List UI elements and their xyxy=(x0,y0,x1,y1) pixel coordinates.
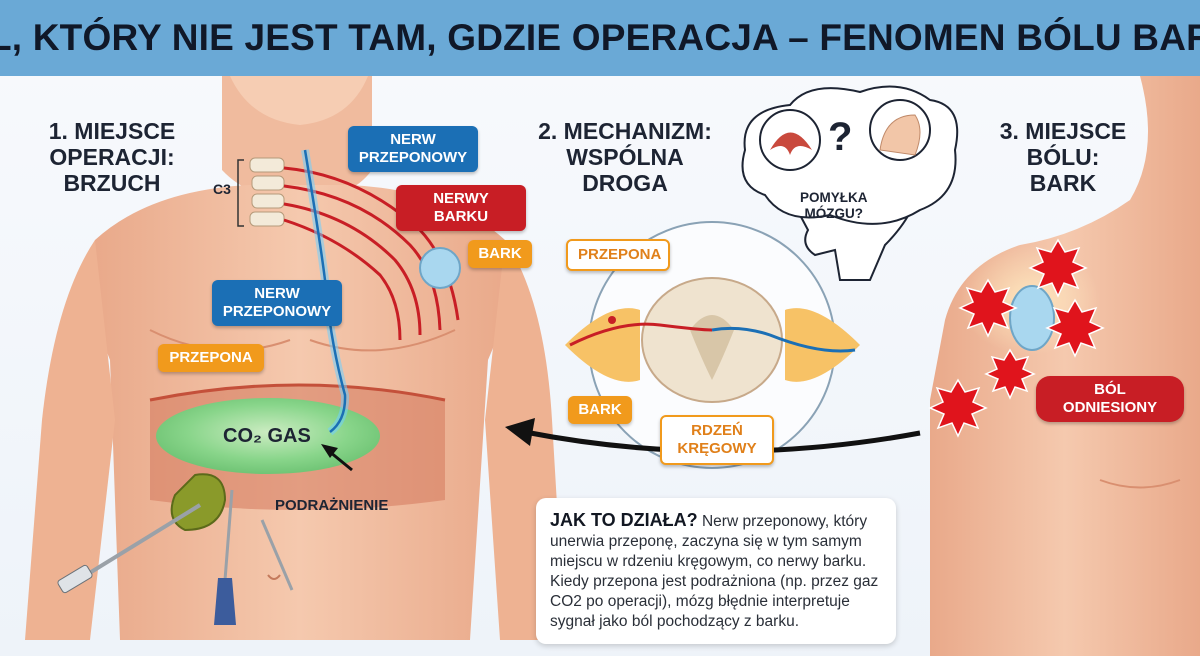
c3-label: C3 xyxy=(213,181,231,197)
info-heading: JAK TO DZIAŁA? xyxy=(550,510,698,530)
page-title: BÓL, KTÓRY NIE JEST TAM, GDZIE OPERACJA … xyxy=(0,17,1200,58)
co2-gas-bubble xyxy=(156,398,380,474)
section-1-heading: 1. MIEJSCE OPERACJI: BRZUCH xyxy=(48,118,176,196)
shoulder-joint xyxy=(419,247,461,289)
section-3-heading: 3. MIEJSCE BÓLU: BARK xyxy=(999,118,1127,196)
diaphragm-thumb xyxy=(770,132,812,155)
shoulder-nerves-tag: NERWY BARKU xyxy=(396,185,526,231)
phrenic-nerve-tag-mid: NERW PRZEPONOWY xyxy=(212,280,342,326)
section-2-heading: 2. MECHANIZM: WSPÓLNA DROGA xyxy=(538,118,712,196)
spinal-cord-tag: RDZEŃ KRĘGOWY xyxy=(660,415,774,465)
shoulder-thumb xyxy=(879,114,921,156)
brain-mistake-label: POMYŁKA MÓZGU? xyxy=(800,190,868,221)
surgical-instruments xyxy=(57,489,294,625)
shoulder-tag-mid: BARK xyxy=(568,396,632,424)
right-torso xyxy=(928,76,1200,656)
mechanism-diagram xyxy=(565,85,959,469)
pain-bursts xyxy=(928,238,1105,438)
phrenic-nerve-tag-top: NERW PRZEPONOWY xyxy=(348,126,478,172)
diaphragm-tag-left: PRZEPONA xyxy=(158,344,264,372)
question-mark: ? xyxy=(828,115,853,159)
referred-pain-tag: BÓL ODNIESIONY xyxy=(1036,376,1184,422)
co2-gas-label: CO₂ GAS xyxy=(223,425,311,447)
shoulder-tag-left: BARK xyxy=(468,240,532,268)
title-bar: BÓL, KTÓRY NIE JEST TAM, GDZIE OPERACJA … xyxy=(0,0,1200,76)
info-text: Nerw przeponowy, który unerwia przeponę,… xyxy=(550,513,879,630)
diaphragm-tag-mid: PRZEPONA xyxy=(566,239,670,271)
irritation-label: PODRAŻNIENIE xyxy=(275,497,389,514)
right-shoulder-joint xyxy=(1009,285,1055,351)
info-box: JAK TO DZIAŁA? Nerw przeponowy, który un… xyxy=(536,498,896,644)
cervical-spine xyxy=(237,157,285,227)
